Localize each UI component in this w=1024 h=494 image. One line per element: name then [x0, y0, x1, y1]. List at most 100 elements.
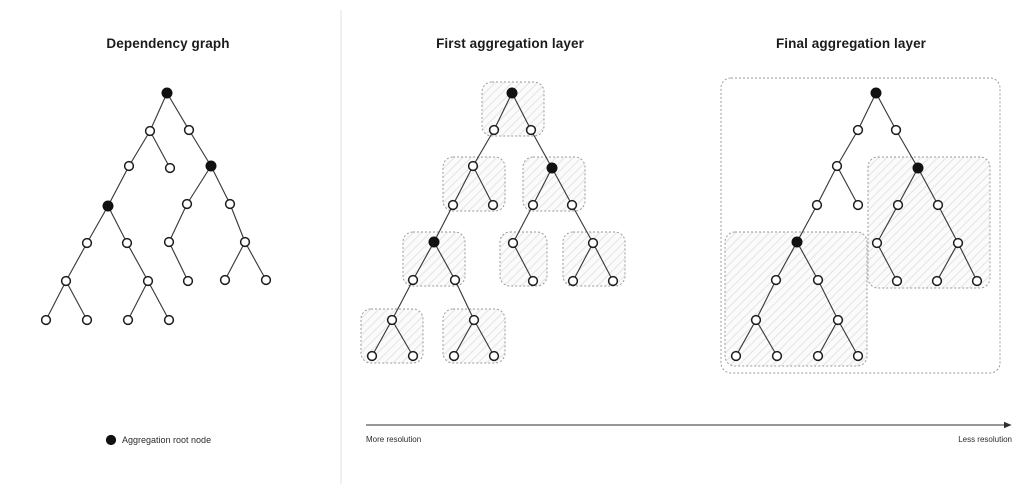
graph-edge — [937, 204, 959, 244]
legend-label: Aggregation root node — [122, 435, 211, 445]
graph-node — [871, 237, 883, 249]
aggregation-root-node — [791, 236, 803, 248]
graph-node — [468, 314, 480, 326]
graph-edge — [86, 205, 109, 244]
axis-label-more-resolution: More resolution — [366, 435, 421, 444]
graph-node — [567, 275, 579, 287]
graph-node — [123, 160, 135, 172]
graph-node — [932, 199, 944, 211]
graph-node — [224, 198, 236, 210]
graph-edge — [65, 242, 88, 282]
graph-node — [852, 124, 864, 136]
graph-node — [407, 350, 419, 362]
panel-title-first-aggregation-layer: First aggregation layer — [436, 36, 584, 51]
graph-edge — [472, 129, 495, 167]
panel-final-aggregation-layer: Final aggregation layer — [720, 36, 1001, 374]
aggregation-root-node — [870, 87, 882, 99]
aggregation-root-node — [912, 162, 924, 174]
graph-node — [447, 199, 459, 211]
aggregation-box — [867, 156, 991, 289]
graph-node — [971, 275, 983, 287]
graph-edge — [107, 165, 130, 207]
graph-node — [386, 314, 398, 326]
aggregation-box — [402, 231, 466, 287]
graph-edge — [391, 319, 414, 357]
graph-node — [831, 160, 843, 172]
graph-nodes — [366, 87, 619, 362]
graph-node — [260, 274, 272, 286]
graph-edge — [936, 242, 959, 282]
graph-edge — [45, 280, 67, 321]
graph-edge — [147, 280, 170, 321]
graph-node — [181, 198, 193, 210]
graph-node — [812, 274, 824, 286]
graph-node — [566, 199, 578, 211]
graph-node — [164, 162, 176, 174]
graph-node — [122, 314, 134, 326]
panel-title-dependency-graph: Dependency graph — [106, 36, 229, 51]
graph-node — [832, 314, 844, 326]
graph-node — [81, 314, 93, 326]
graph-node — [952, 237, 964, 249]
graph-node — [182, 275, 194, 287]
graph-edge — [512, 242, 534, 282]
graph-edge — [836, 165, 859, 206]
graph-node — [931, 275, 943, 287]
graph-edge — [244, 241, 267, 281]
graph-edge — [168, 241, 189, 282]
graph-node — [750, 314, 762, 326]
aggregation-boxes — [360, 81, 626, 364]
graph-node — [163, 236, 175, 248]
graph-node — [891, 275, 903, 287]
graph-edge — [876, 204, 899, 244]
graph-nodes — [40, 87, 272, 326]
aggregation-box — [360, 308, 424, 364]
graph-node — [852, 350, 864, 362]
graph-edge — [224, 241, 246, 281]
graph-edge — [551, 167, 573, 206]
aggregation-boxes — [720, 77, 1001, 374]
graph-edge — [149, 92, 168, 132]
graph-node — [771, 350, 783, 362]
aggregation-root-node — [102, 200, 114, 212]
aggregation-root-node — [428, 236, 440, 248]
panel-first-aggregation-layer: First aggregation layer — [360, 36, 626, 364]
aggregation-box — [442, 308, 506, 364]
graph-node — [219, 274, 231, 286]
graph-edge — [511, 92, 532, 131]
graph-edge — [796, 241, 819, 281]
aggregation-box — [522, 156, 586, 212]
graph-edge — [875, 92, 897, 131]
aggregation-root-node — [205, 160, 217, 172]
graph-edge — [168, 203, 188, 243]
graph-node — [239, 236, 251, 248]
graph-edge — [453, 319, 475, 357]
graph-edge — [816, 165, 838, 206]
graph-edge — [775, 241, 798, 281]
graph-node — [587, 237, 599, 249]
graph-edge — [857, 92, 877, 131]
aggregation-root-node — [546, 162, 558, 174]
graph-edge — [895, 129, 919, 169]
graph-edge — [126, 242, 149, 282]
graph-node — [121, 237, 133, 249]
graph-node — [730, 350, 742, 362]
graph-edge — [371, 319, 393, 357]
graph-node — [467, 160, 479, 172]
aggregation-box — [724, 231, 868, 367]
graph-node — [527, 275, 539, 287]
graph-node — [525, 124, 537, 136]
graph-edge — [65, 280, 88, 321]
aggregation-root-node — [506, 87, 518, 99]
graph-edge — [817, 319, 839, 357]
graph-edge — [412, 241, 435, 281]
graph-node — [607, 275, 619, 287]
graph-node — [407, 274, 419, 286]
graph-edge — [127, 280, 149, 321]
resolution-axis: More resolution Less resolution — [366, 421, 1012, 444]
graph-edge — [229, 203, 246, 243]
graph-edge — [433, 241, 456, 281]
graph-node — [40, 314, 52, 326]
graph-node — [770, 274, 782, 286]
